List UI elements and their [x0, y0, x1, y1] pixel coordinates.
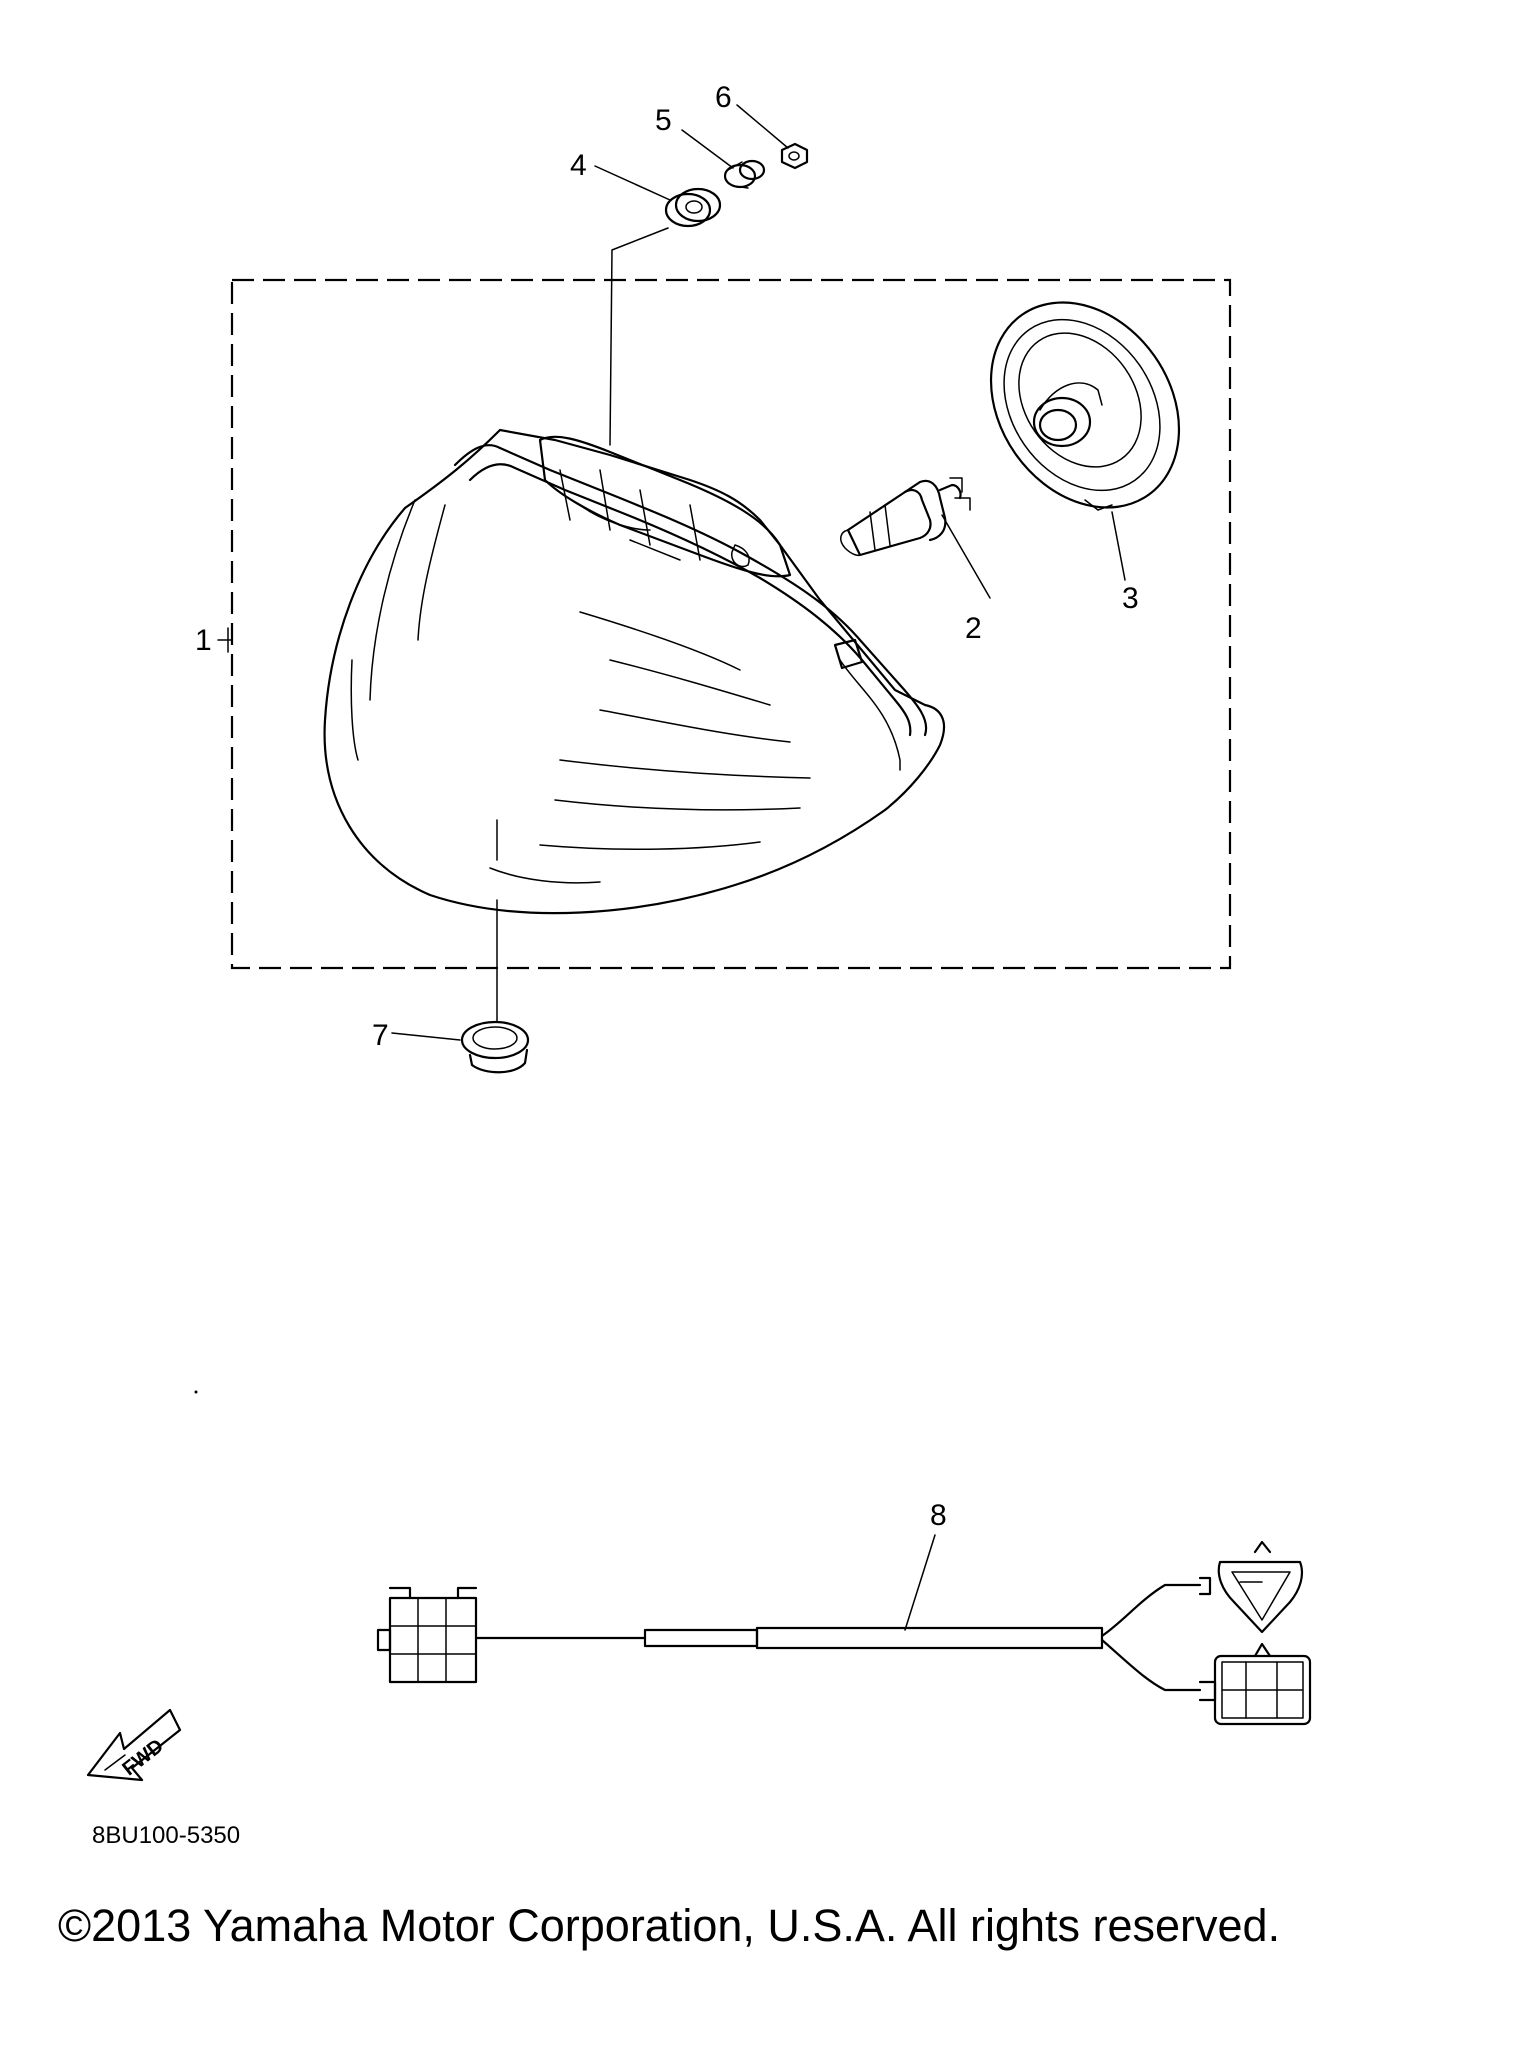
sub-lead-wire: [376, 1540, 1312, 1726]
leader-lines: [217, 104, 1126, 1631]
callout-5: 5: [655, 104, 672, 137]
assembly-boundary: [230, 278, 1232, 970]
grommet: [664, 187, 722, 228]
cap: [460, 1020, 530, 1074]
fwd-arrow-icon: FWD: [86, 1708, 182, 1782]
callout-6: 6: [715, 81, 732, 114]
callout-8: 8: [930, 1499, 947, 1532]
callout-4: 4: [570, 149, 587, 182]
callout-2: 2: [965, 612, 982, 645]
bulb: [840, 477, 971, 557]
fwd-label: FWD: [118, 1735, 167, 1780]
collar: [723, 159, 766, 189]
bulb-cover: [989, 301, 1181, 511]
copyright-notice: ©2013 Yamaha Motor Corporation, U.S.A. A…: [58, 1900, 1281, 1951]
nut: [780, 142, 809, 170]
headlight-housing: [323, 428, 946, 915]
diagram-code: 8BU100-5350: [92, 1822, 240, 1849]
speck: [194, 1390, 198, 1394]
callout-1: 1: [195, 624, 212, 657]
callout-7: 7: [372, 1019, 389, 1052]
callout-3: 3: [1122, 582, 1139, 615]
